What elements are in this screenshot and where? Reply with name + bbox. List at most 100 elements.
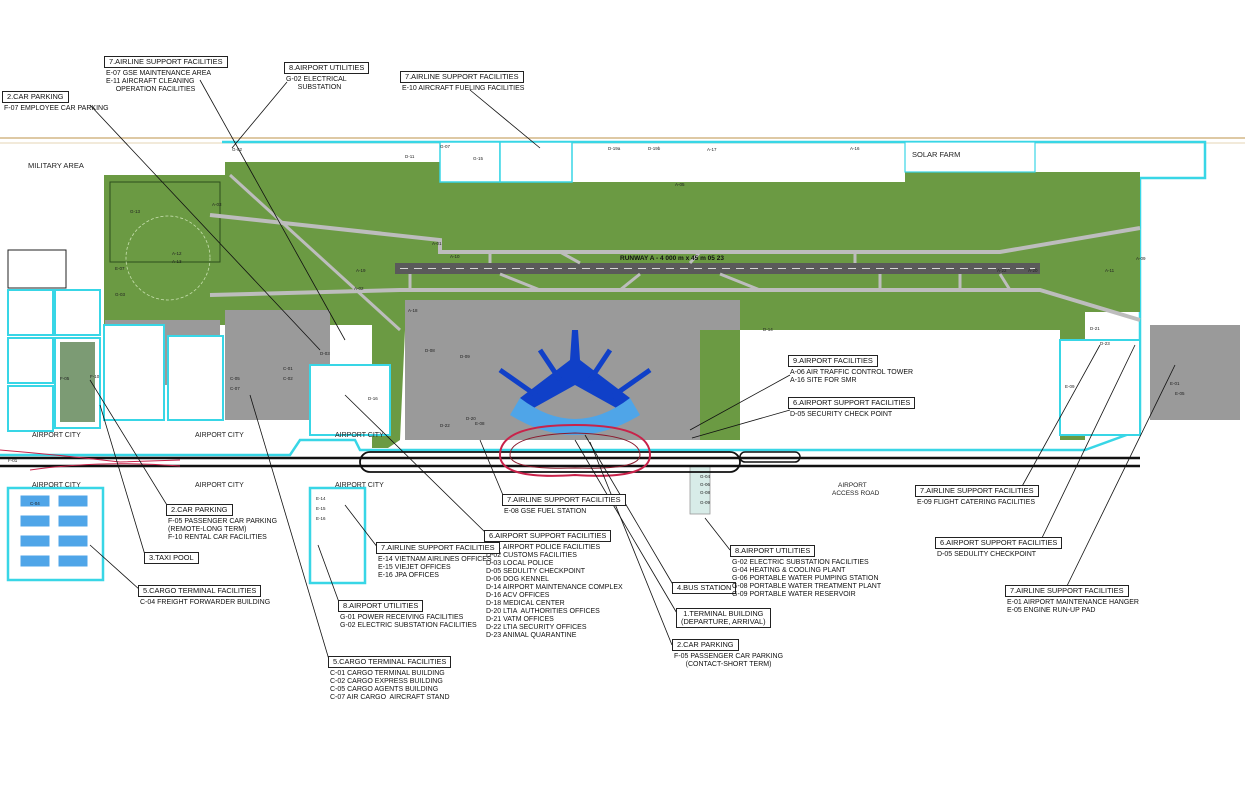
facility-code-label: D-22: [440, 423, 450, 428]
callout-item: G-02 ELECTRIC SUBSTATION FACILITIES: [732, 559, 869, 566]
facility-code-label: D-20: [466, 416, 476, 421]
facility-code-label: G-04: [700, 474, 711, 479]
callout-item: D-03 LOCAL POLICE: [486, 560, 554, 567]
facility-code-label: D-14: [763, 327, 773, 332]
callout-item: F-10 RENTAL CAR FACILITIES: [168, 534, 267, 541]
solar-farm-label: SOLAR FARM: [912, 150, 960, 159]
callout-item: A-16 SITE FOR SMR: [790, 377, 857, 384]
callout-cargo-c01: 5.CARGO TERMINAL FACILITIES C-01 CARGO T…: [328, 656, 452, 701]
facility-code-label: D-11: [405, 154, 415, 159]
callout-item: G-06 PORTABLE WATER PUMPING STATION: [732, 575, 879, 582]
facility-code-label: G-08: [700, 490, 711, 495]
callout-airport-support-d05-east: 6.AIRPORT SUPPORT FACILITIES D-05 SEDULI…: [935, 537, 1063, 559]
callout-item: G-09 PORTABLE WATER RESERVOIR: [732, 591, 856, 598]
airport-city-label-2: AIRPORT CITY: [195, 432, 244, 439]
access-road-label-1: AIRPORT: [838, 482, 867, 489]
callout-item: D-21 VATM OFFICES: [486, 616, 554, 623]
runway: [395, 263, 1040, 274]
callout-item: E-11 AIRCRAFT CLEANING: [106, 78, 195, 85]
facility-code-label: A-09: [1136, 256, 1146, 261]
facility-code-label: E-15: [316, 506, 326, 511]
facility-code-label: C-04: [30, 501, 40, 506]
facility-code-label: D-16: [368, 396, 378, 401]
taxi-pool-lot: [60, 342, 95, 422]
callout-item: G-04 HEATING & COOLING PLANT: [732, 567, 846, 574]
terminal-road-loop: [498, 423, 652, 477]
east-hangar-apron: [1150, 325, 1240, 420]
facility-code-label: A-22: [997, 268, 1007, 273]
facility-code-label: A-19: [356, 268, 366, 273]
callout-item: G-02 ELECTRIC SUBSTATION FACILITIES: [340, 622, 477, 629]
callout-leader-lines: [89, 79, 1176, 664]
callout-item: A-06 AIR TRAFFIC CONTROL TOWER: [790, 369, 914, 376]
callout-airport-facilities-a06: 9.AIRPORT FACILITIES A-06 AIR TRAFFIC CO…: [788, 355, 914, 384]
exit-taxiways: [408, 250, 1012, 292]
facility-code-label: G-09: [700, 500, 711, 505]
callout-item: D-01 AIRPORT POLICE FACILITIES: [486, 544, 601, 551]
diagonal-taxiway: [228, 173, 402, 332]
callout-airline-support-e07: 7.AIRLINE SUPPORT FACILITIES E-07 GSE MA…: [104, 56, 228, 94]
callout-terminal-building: 1.TERMINAL BUILDING (DEPARTURE, ARRIVAL): [676, 608, 771, 628]
facility-code-label: A-01: [432, 241, 442, 246]
facility-code-label: A-20: [1028, 268, 1038, 273]
airport-city-label-3: AIRPORT CITY: [335, 432, 384, 439]
callout-item: C-01 CARGO TERMINAL BUILDING: [330, 670, 445, 677]
callout-item: C-02 CARGO EXPRESS BUILDING: [330, 678, 443, 685]
facility-code-label: C-01: [283, 366, 293, 371]
callout-item: C-04 FREIGHT FORWARDER BUILDING: [140, 599, 271, 606]
callout-car-parking-f07: 2.CAR PARKING F-07 EMPLOYEE CAR PARKING: [2, 91, 109, 112]
airport-access-road: [0, 456, 1140, 468]
callout-item: E-15 VIEJET OFFICES: [378, 564, 451, 571]
callout-airport-support-d05: 6.AIRPORT SUPPORT FACILITIES D-05 SECURI…: [788, 397, 916, 419]
facility-code-label: A-02: [354, 286, 364, 291]
utilities-compound: [308, 486, 367, 585]
access-road-label-2: ACCESS ROAD: [832, 490, 880, 497]
callout-airline-support-e01: 7.AIRLINE SUPPORT FACILITIES E-01 AIRPOR…: [1005, 585, 1139, 614]
callout-car-parking-f05-contact: 2.CAR PARKING F-05 PASSENGER CAR PARKING…: [672, 639, 784, 668]
facility-code-label: A-05: [675, 182, 685, 187]
facility-code-label: F-10: [90, 374, 100, 379]
callout-airline-support-e09: 7.AIRLINE SUPPORT FACILITIES E-09 FLIGHT…: [915, 485, 1039, 507]
facility-code-label: C-02: [283, 376, 293, 381]
callout-airline-support-e10: 7.AIRLINE SUPPORT FACILITIES E-10 AIRCRA…: [400, 71, 525, 92]
north-compound: [439, 141, 501, 183]
callout-item: F-07 EMPLOYEE CAR PARKING: [4, 105, 109, 112]
airport-city-label-5: AIRPORT CITY: [195, 482, 244, 489]
cargo-buildings: [19, 494, 89, 568]
callout-item: G-08 PORTABLE WATER TREATMENT PLANT: [732, 583, 882, 590]
facility-code-label: G-15: [473, 156, 484, 161]
callout-item: D-05 SECURITY CHECK POINT: [790, 411, 893, 418]
callout-item: D-05 SEDULITY CHECKPOINT: [486, 568, 586, 575]
west-apron: [225, 310, 330, 420]
facility-code-label: C-05: [230, 376, 240, 381]
callout-item: D-23 ANIMAL QUARANTINE: [486, 632, 577, 639]
access-road-red: [0, 449, 181, 471]
callout-item: E-01 AIRPORT MAINTENANCE HANGER: [1007, 599, 1139, 606]
facility-code-label: D-19a: [608, 146, 621, 151]
callout-item: SUBSTATION: [286, 84, 342, 91]
facility-code-label: G-13: [130, 209, 141, 214]
military-green-square: [109, 181, 221, 263]
military-area-label: MILITARY AREA: [28, 161, 84, 170]
callout-item: C-05 CARGO AGENTS BUILDING: [330, 686, 439, 693]
facility-code-label: A-16: [850, 146, 860, 151]
terminal-piers: [498, 348, 652, 401]
facility-code-label: E-16: [316, 516, 326, 521]
facility-code-label: E-01: [1170, 381, 1180, 386]
facility-code-label: A-17: [707, 147, 717, 152]
g-15-west: [7, 249, 67, 289]
callout-item: D-02 CUSTOMS FACILITIES: [486, 552, 577, 559]
callout-item: C-07 AIR CARGO AIRCRAFT STAND: [330, 694, 450, 701]
callout-item: D-22 LTIA SECURITY OFFICES: [486, 624, 587, 631]
callout-item: D-20 LTIA AUTHORITIES OFFICES: [486, 608, 600, 615]
facility-code-label: A-13: [172, 259, 182, 264]
facility-code-label: G-03: [115, 292, 126, 297]
facility-code-label: A-12: [172, 251, 182, 256]
facility-code-label: D-09: [460, 354, 470, 359]
parallel-taxiway-south: [209, 288, 1141, 322]
runway-label: RUNWAY A - 4 000 m x 45 m 05 23: [620, 255, 724, 262]
facility-code-label: G-02: [232, 147, 243, 152]
airport-city-label-1: AIRPORT CITY: [32, 432, 81, 439]
fuel-farm: [499, 141, 573, 183]
facility-code-label: F-01: [8, 458, 18, 463]
